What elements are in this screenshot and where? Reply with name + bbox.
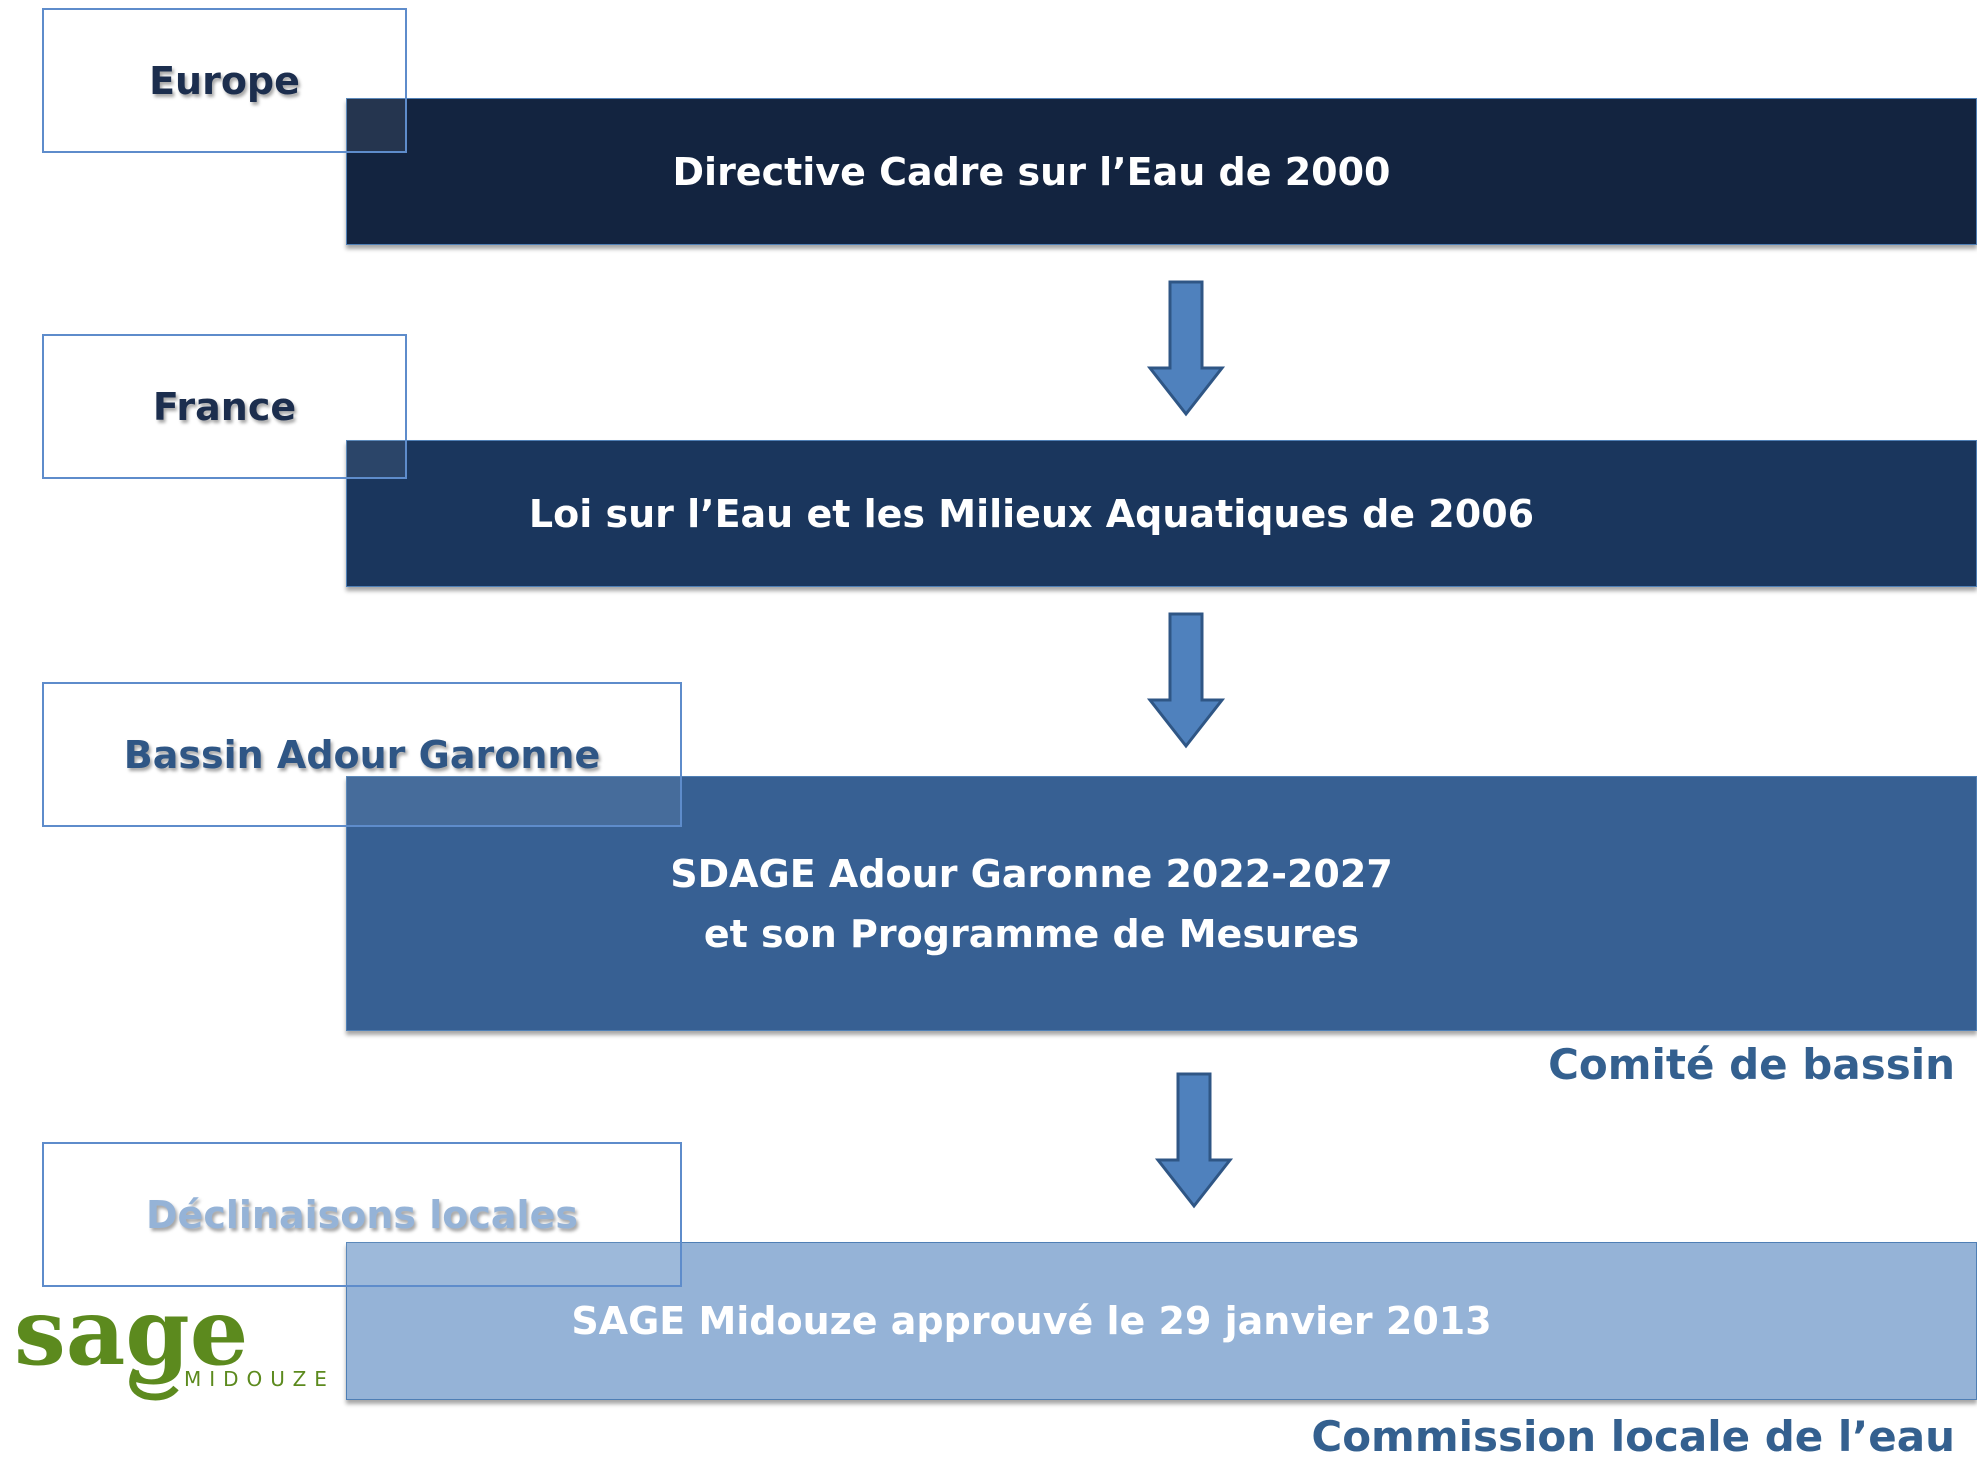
band-text-line-1: SDAGE Adour Garonne 2022-2027 (670, 851, 1393, 896)
caption-comite-de-bassin: Comité de bassin (1548, 1040, 1955, 1089)
label-europe: Europe (42, 8, 407, 153)
label-declinaisons-locales: Déclinaisons locales (42, 1142, 682, 1287)
down-arrow-icon (1146, 280, 1226, 417)
svg-text:sage: sage (14, 1298, 248, 1386)
band-text: Loi sur l’Eau et les Milieux Aquatiques … (528, 491, 1535, 536)
down-arrow-icon (1146, 612, 1226, 749)
band-sdage: SDAGE Adour Garonne 2022-2027 et son Pro… (346, 776, 1977, 1031)
band-loi-eau: Loi sur l’Eau et les Milieux Aquatiques … (346, 440, 1977, 587)
label-france: France (42, 334, 407, 479)
band-text-line-2: et son Programme de Mesures (703, 911, 1360, 956)
band-sage-midouze: SAGE Midouze approuvé le 29 janvier 2013 (346, 1242, 1977, 1400)
down-arrow-icon (1154, 1072, 1234, 1209)
sage-midouze-logo: sage MIDOUZE (14, 1298, 335, 1401)
svg-text:MIDOUZE: MIDOUZE (184, 1367, 335, 1391)
band-text: SAGE Midouze approuvé le 29 janvier 2013 (571, 1299, 1492, 1343)
band-text: Directive Cadre sur l’Eau de 2000 (672, 149, 1391, 194)
band-directive-cadre: Directive Cadre sur l’Eau de 2000 (346, 98, 1977, 245)
label-bassin-adour-garonne: Bassin Adour Garonne (42, 682, 682, 827)
caption-commission-locale: Commission locale de l’eau (1311, 1412, 1955, 1461)
